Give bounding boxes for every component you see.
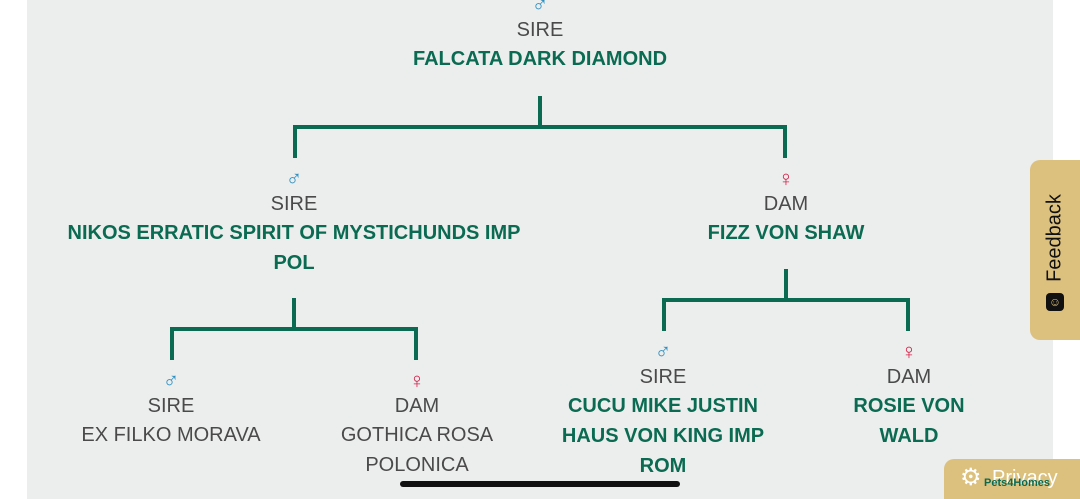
pedigree-node-sire-dam: ♀ DAM GOTHICA ROSA POLONICA [341,370,493,480]
node-role: SIRE [270,193,318,215]
pedigree-node-dam-dam: ♀ DAM ROSIE VON WALD [824,341,995,451]
node-name[interactable]: CUCU MIKE JUSTIN [567,395,758,417]
node-role: SIRE [147,395,195,417]
male-icon: ♂ [162,368,180,393]
pedigree-node-sire: ♂ SIRE NIKOS ERRATIC SPIRIT OF MYSTICHUN… [34,168,554,278]
home-indicator [400,481,680,487]
pedigree-node-sire-sire: ♂ SIRE EX FILKO MORAVA [81,370,260,450]
privacy-badge[interactable]: ⚙ Privacy Pets4Homes [944,459,1080,499]
node-role: DAM [763,193,809,215]
smiley-icon: ☺ [1046,293,1064,311]
node-name[interactable]: FIZZ VON SHAW [707,222,865,244]
node-name[interactable]: ROSIE VON WALD [853,395,965,447]
node-name-continued[interactable]: ROM [639,455,687,477]
node-role: SIRE [639,366,687,388]
node-name-continued[interactable]: HAUS VON KING IMP [561,425,765,447]
node-role: SIRE [516,19,564,41]
node-name[interactable]: FALCATA DARK DIAMOND [412,48,668,70]
feedback-label: Feedback [1043,194,1066,282]
node-name-continued[interactable]: POL [273,252,315,274]
pedigree-panel [27,0,1053,499]
pedigree-node-root: ♂ SIRE FALCATA DARK DIAMOND [413,0,667,74]
node-name: GOTHICA ROSA [340,424,494,446]
privacy-label: Privacy [992,467,1058,489]
male-icon: ♂ [285,166,303,191]
female-icon: ♀ [408,368,426,393]
male-icon: ♂ [654,339,672,364]
node-name-continued: POLONICA [365,454,469,476]
node-name: EX FILKO MORAVA [81,424,261,446]
male-icon: ♂ [531,0,549,17]
node-role: DAM [886,366,932,388]
pedigree-node-dam: ♀ DAM FIZZ VON SHAW [708,168,865,248]
female-icon: ♀ [777,166,795,191]
feedback-tab[interactable]: Feedback ☺ [1030,160,1080,340]
node-name[interactable]: NIKOS ERRATIC SPIRIT OF MYSTICHUNDS IMP [67,222,521,244]
female-icon: ♀ [900,339,918,364]
pedigree-node-dam-sire: ♂ SIRE CUCU MIKE JUSTIN HAUS VON KING IM… [562,341,764,481]
gear-icon: ⚙ [960,464,982,491]
node-role: DAM [394,395,440,417]
pets4homes-logo: Pets4Homes [984,477,1051,489]
